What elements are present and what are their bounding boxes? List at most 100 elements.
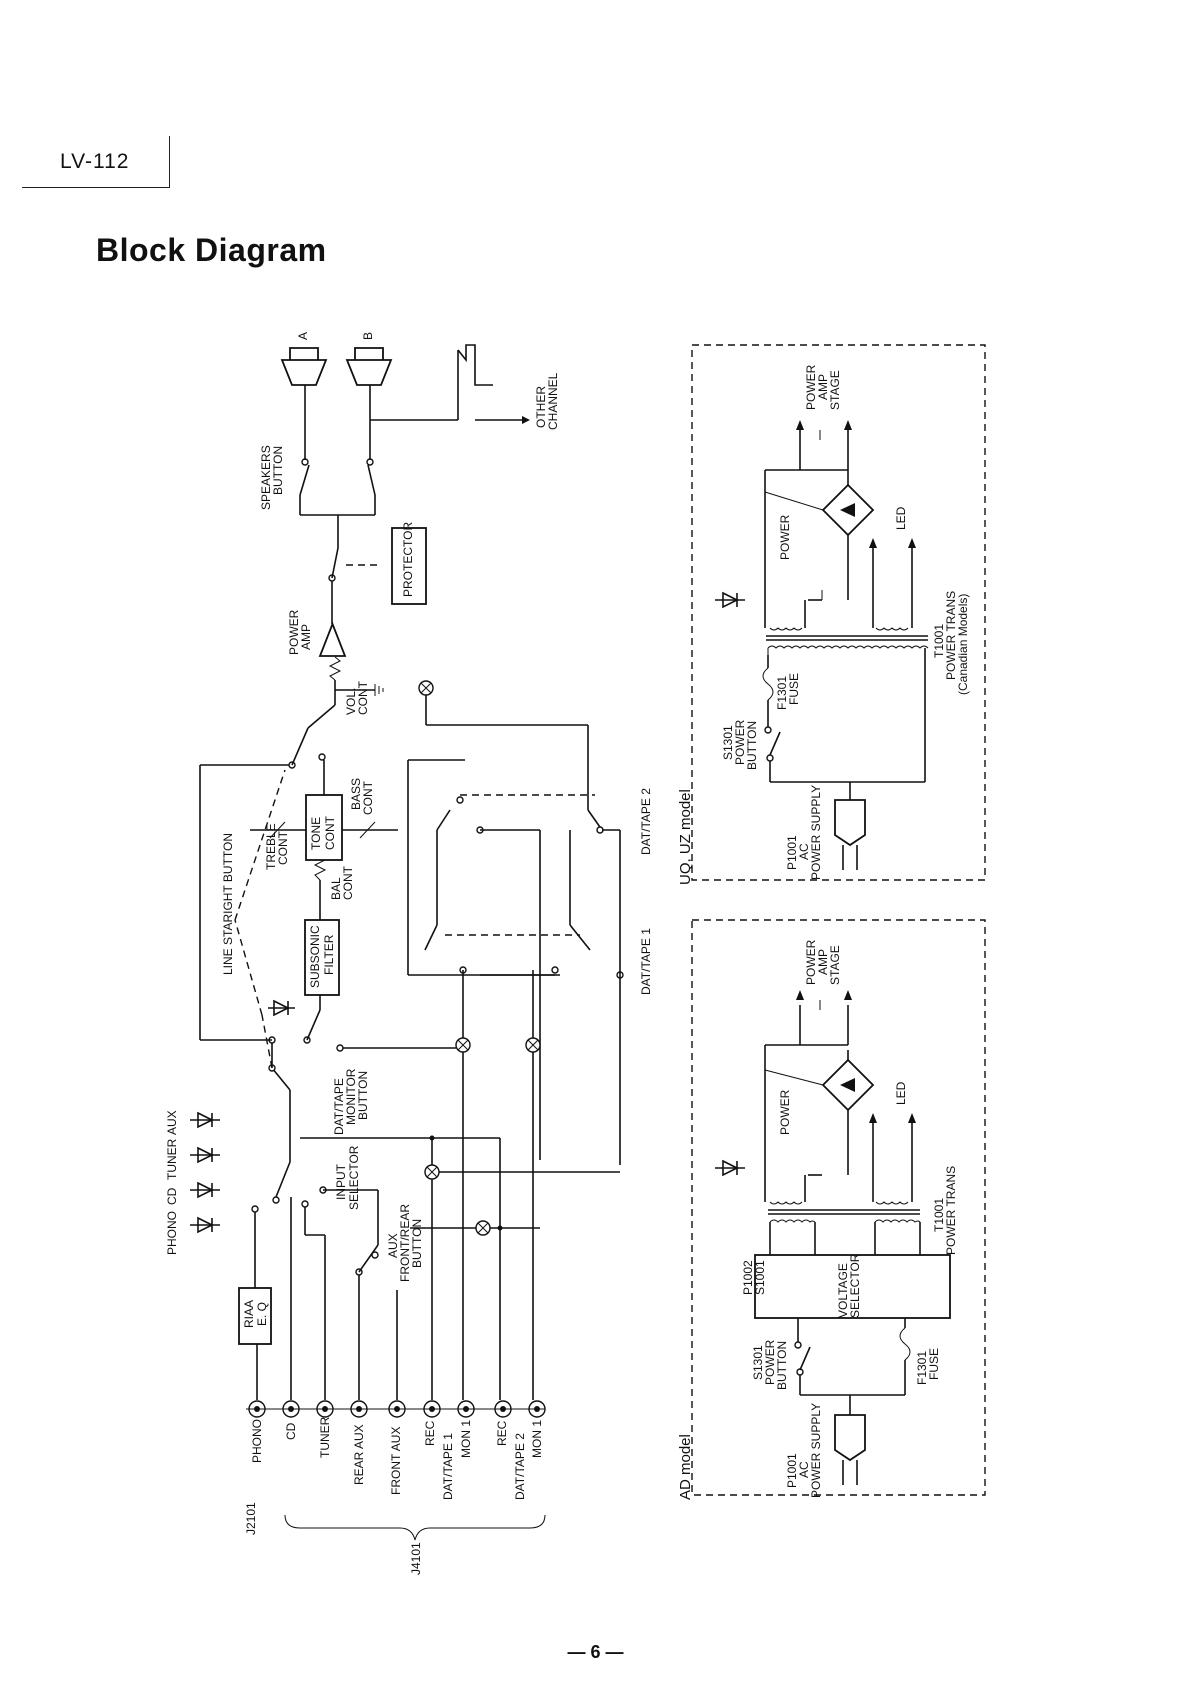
speaker-b-label: B bbox=[361, 332, 375, 340]
headphone-jack-icon bbox=[457, 344, 493, 386]
uq-uz-t1001-label: T1001 bbox=[932, 624, 946, 658]
ad-led-label: LED bbox=[894, 1081, 908, 1105]
label-rear-aux: REAR AUX bbox=[352, 1424, 366, 1485]
jack-labels: PHONO CD TUNER REAR AUX FRONT AUX REC DA… bbox=[244, 1416, 544, 1575]
ad-selector-label: SELECTOR bbox=[848, 1253, 862, 1318]
uq-uz-amp-stage-label-3: STAGE bbox=[828, 370, 842, 410]
uq-uz-fuse-icon bbox=[762, 667, 774, 701]
source-leds bbox=[190, 1111, 220, 1234]
uq-uz-power-button-label-2: BUTTON bbox=[745, 721, 759, 770]
ad-s1001-label: S1001 bbox=[753, 1260, 767, 1295]
bass-label: BASS bbox=[349, 778, 363, 810]
ad-p1002-label: P1002 bbox=[741, 1260, 755, 1295]
treble-label: TREBLE bbox=[264, 823, 278, 870]
label-phono: PHONO bbox=[250, 1419, 264, 1463]
ad-ac-label: AC bbox=[797, 1461, 811, 1478]
ad-power-led-icon bbox=[715, 1159, 745, 1177]
label-front-aux: FRONT AUX bbox=[389, 1427, 403, 1495]
tape-matrix bbox=[300, 680, 624, 1400]
bass-label-2: CONT bbox=[361, 780, 375, 815]
speakers-label: SPEAKERS bbox=[259, 445, 273, 510]
input-selector-wiring bbox=[251, 1090, 398, 1400]
header-rule-vertical bbox=[169, 136, 170, 188]
label-tuner: TUNER bbox=[318, 1416, 332, 1458]
led-label-tuner: TUNER bbox=[165, 1138, 179, 1180]
protector-block bbox=[391, 527, 427, 605]
ad-power-button-label-2: BUTTON bbox=[775, 1341, 789, 1390]
other-channel-label: OTHER bbox=[534, 386, 548, 428]
input-selector-label: INPUT bbox=[334, 1163, 348, 1200]
uq-uz-power-label: POWER bbox=[778, 514, 792, 560]
led-phono-icon bbox=[190, 1216, 220, 1234]
input-jacks bbox=[246, 1400, 546, 1418]
led-cd-icon bbox=[190, 1181, 220, 1199]
label-j2101: J2101 bbox=[244, 1502, 258, 1535]
uq-uz-amp-stage-label-2: AMP bbox=[816, 374, 830, 400]
ad-power-panel bbox=[691, 919, 986, 1496]
riaa-label: RIAA bbox=[242, 1300, 256, 1328]
model-number: LV-112 bbox=[60, 150, 130, 173]
ad-voltage-label: VOLTAGE bbox=[836, 1263, 850, 1318]
ad-fuse-icon bbox=[899, 1327, 911, 1361]
ad-amp-stage-label-2: AMP bbox=[816, 949, 830, 975]
volume-label-2: CONT bbox=[356, 680, 370, 715]
subsonic-led-icon bbox=[268, 999, 295, 1017]
uq-uz-power-supply-label: POWER SUPPLY bbox=[809, 785, 823, 880]
ad-s1301-label: S1301 bbox=[751, 1345, 765, 1380]
uq-uz-amp-stage-label: POWER bbox=[804, 364, 818, 410]
ad-plug-icon bbox=[834, 1414, 866, 1462]
uq-uz-power-panel bbox=[691, 344, 986, 881]
dat-tape-1-bus-label: DAT/TAPE 1 bbox=[639, 928, 653, 995]
uq-uz-power-button-label: POWER bbox=[733, 719, 747, 765]
header-rule bbox=[22, 187, 170, 188]
label-mon-1: MON 1 bbox=[459, 1420, 473, 1458]
ad-power-supply-label: POWER SUPPLY bbox=[809, 1403, 823, 1498]
uq-uz-power-led-icon bbox=[715, 591, 745, 609]
riaa-eq-label: E. Q bbox=[255, 1302, 269, 1326]
led-tuner-icon bbox=[190, 1146, 220, 1164]
led-label-cd: CD bbox=[165, 1187, 179, 1205]
dat-monitor-label-3: BUTTON bbox=[356, 1071, 370, 1120]
other-channel-label-2: CHANNEL bbox=[546, 372, 560, 430]
dat-tape-2-bus-label: DAT/TAPE 2 bbox=[639, 788, 653, 855]
power-amp-label: POWER bbox=[287, 609, 301, 655]
uq-uz-f1301-label: F1301 bbox=[775, 676, 789, 710]
tone-label: TONE bbox=[309, 817, 323, 850]
uq-uz-p1001-label: P1001 bbox=[785, 835, 799, 870]
uq-uz-s1301-label: S1301 bbox=[721, 725, 735, 760]
label-cd: CD bbox=[284, 1422, 298, 1440]
line-straight-label: LINE STARIGHT BUTTON bbox=[221, 833, 235, 975]
power-amp-label-2: AMP bbox=[299, 624, 313, 650]
aux-front-rear-label-3: BUTTON bbox=[410, 1219, 424, 1268]
uq-uz-canadian-note: (Canadian Models) bbox=[956, 594, 970, 695]
led-label-aux: AUX bbox=[165, 1110, 179, 1135]
label-rec-1: REC bbox=[423, 1420, 437, 1446]
uq-uz-transformer-primary bbox=[767, 645, 929, 655]
ad-t1001-label: T1001 bbox=[932, 1198, 946, 1232]
speaker-a-icon bbox=[280, 347, 328, 386]
led-aux-icon bbox=[190, 1111, 220, 1129]
label-mon-2: MON 1 bbox=[530, 1420, 544, 1458]
ad-voltage-selector-block bbox=[754, 1254, 951, 1319]
uq-uz-power-trans-label: POWER TRANS bbox=[944, 591, 958, 680]
label-j4101: J4101 bbox=[409, 1542, 423, 1575]
speaker-b-icon bbox=[345, 347, 393, 386]
uq-uz-ac-label: AC bbox=[797, 843, 811, 860]
ad-title: AD model bbox=[677, 1434, 694, 1500]
ad-amp-stage-label: POWER bbox=[804, 939, 818, 985]
protector-label: PROTECTOR bbox=[401, 522, 415, 597]
uq-uz-title: UQ, UZ model bbox=[677, 789, 694, 885]
uq-uz-plug-icon bbox=[834, 799, 866, 847]
ad-p1001-label: P1001 bbox=[785, 1453, 799, 1488]
ad-power-label: POWER bbox=[778, 1089, 792, 1135]
filter-label: FILTER bbox=[322, 934, 336, 975]
subsonic-filter-block bbox=[304, 919, 340, 996]
page-number: — 6 — bbox=[567, 1642, 624, 1662]
power-amp-triangle bbox=[318, 621, 347, 657]
led-label-phono: PHONO bbox=[165, 1211, 179, 1255]
label-dat-tape-2: DAT/TAPE 2 bbox=[513, 1433, 527, 1500]
label-rec-2: REC bbox=[495, 1420, 509, 1446]
ad-f1301-label: F1301 bbox=[915, 1351, 929, 1385]
uq-uz-led-label: LED bbox=[894, 506, 908, 530]
